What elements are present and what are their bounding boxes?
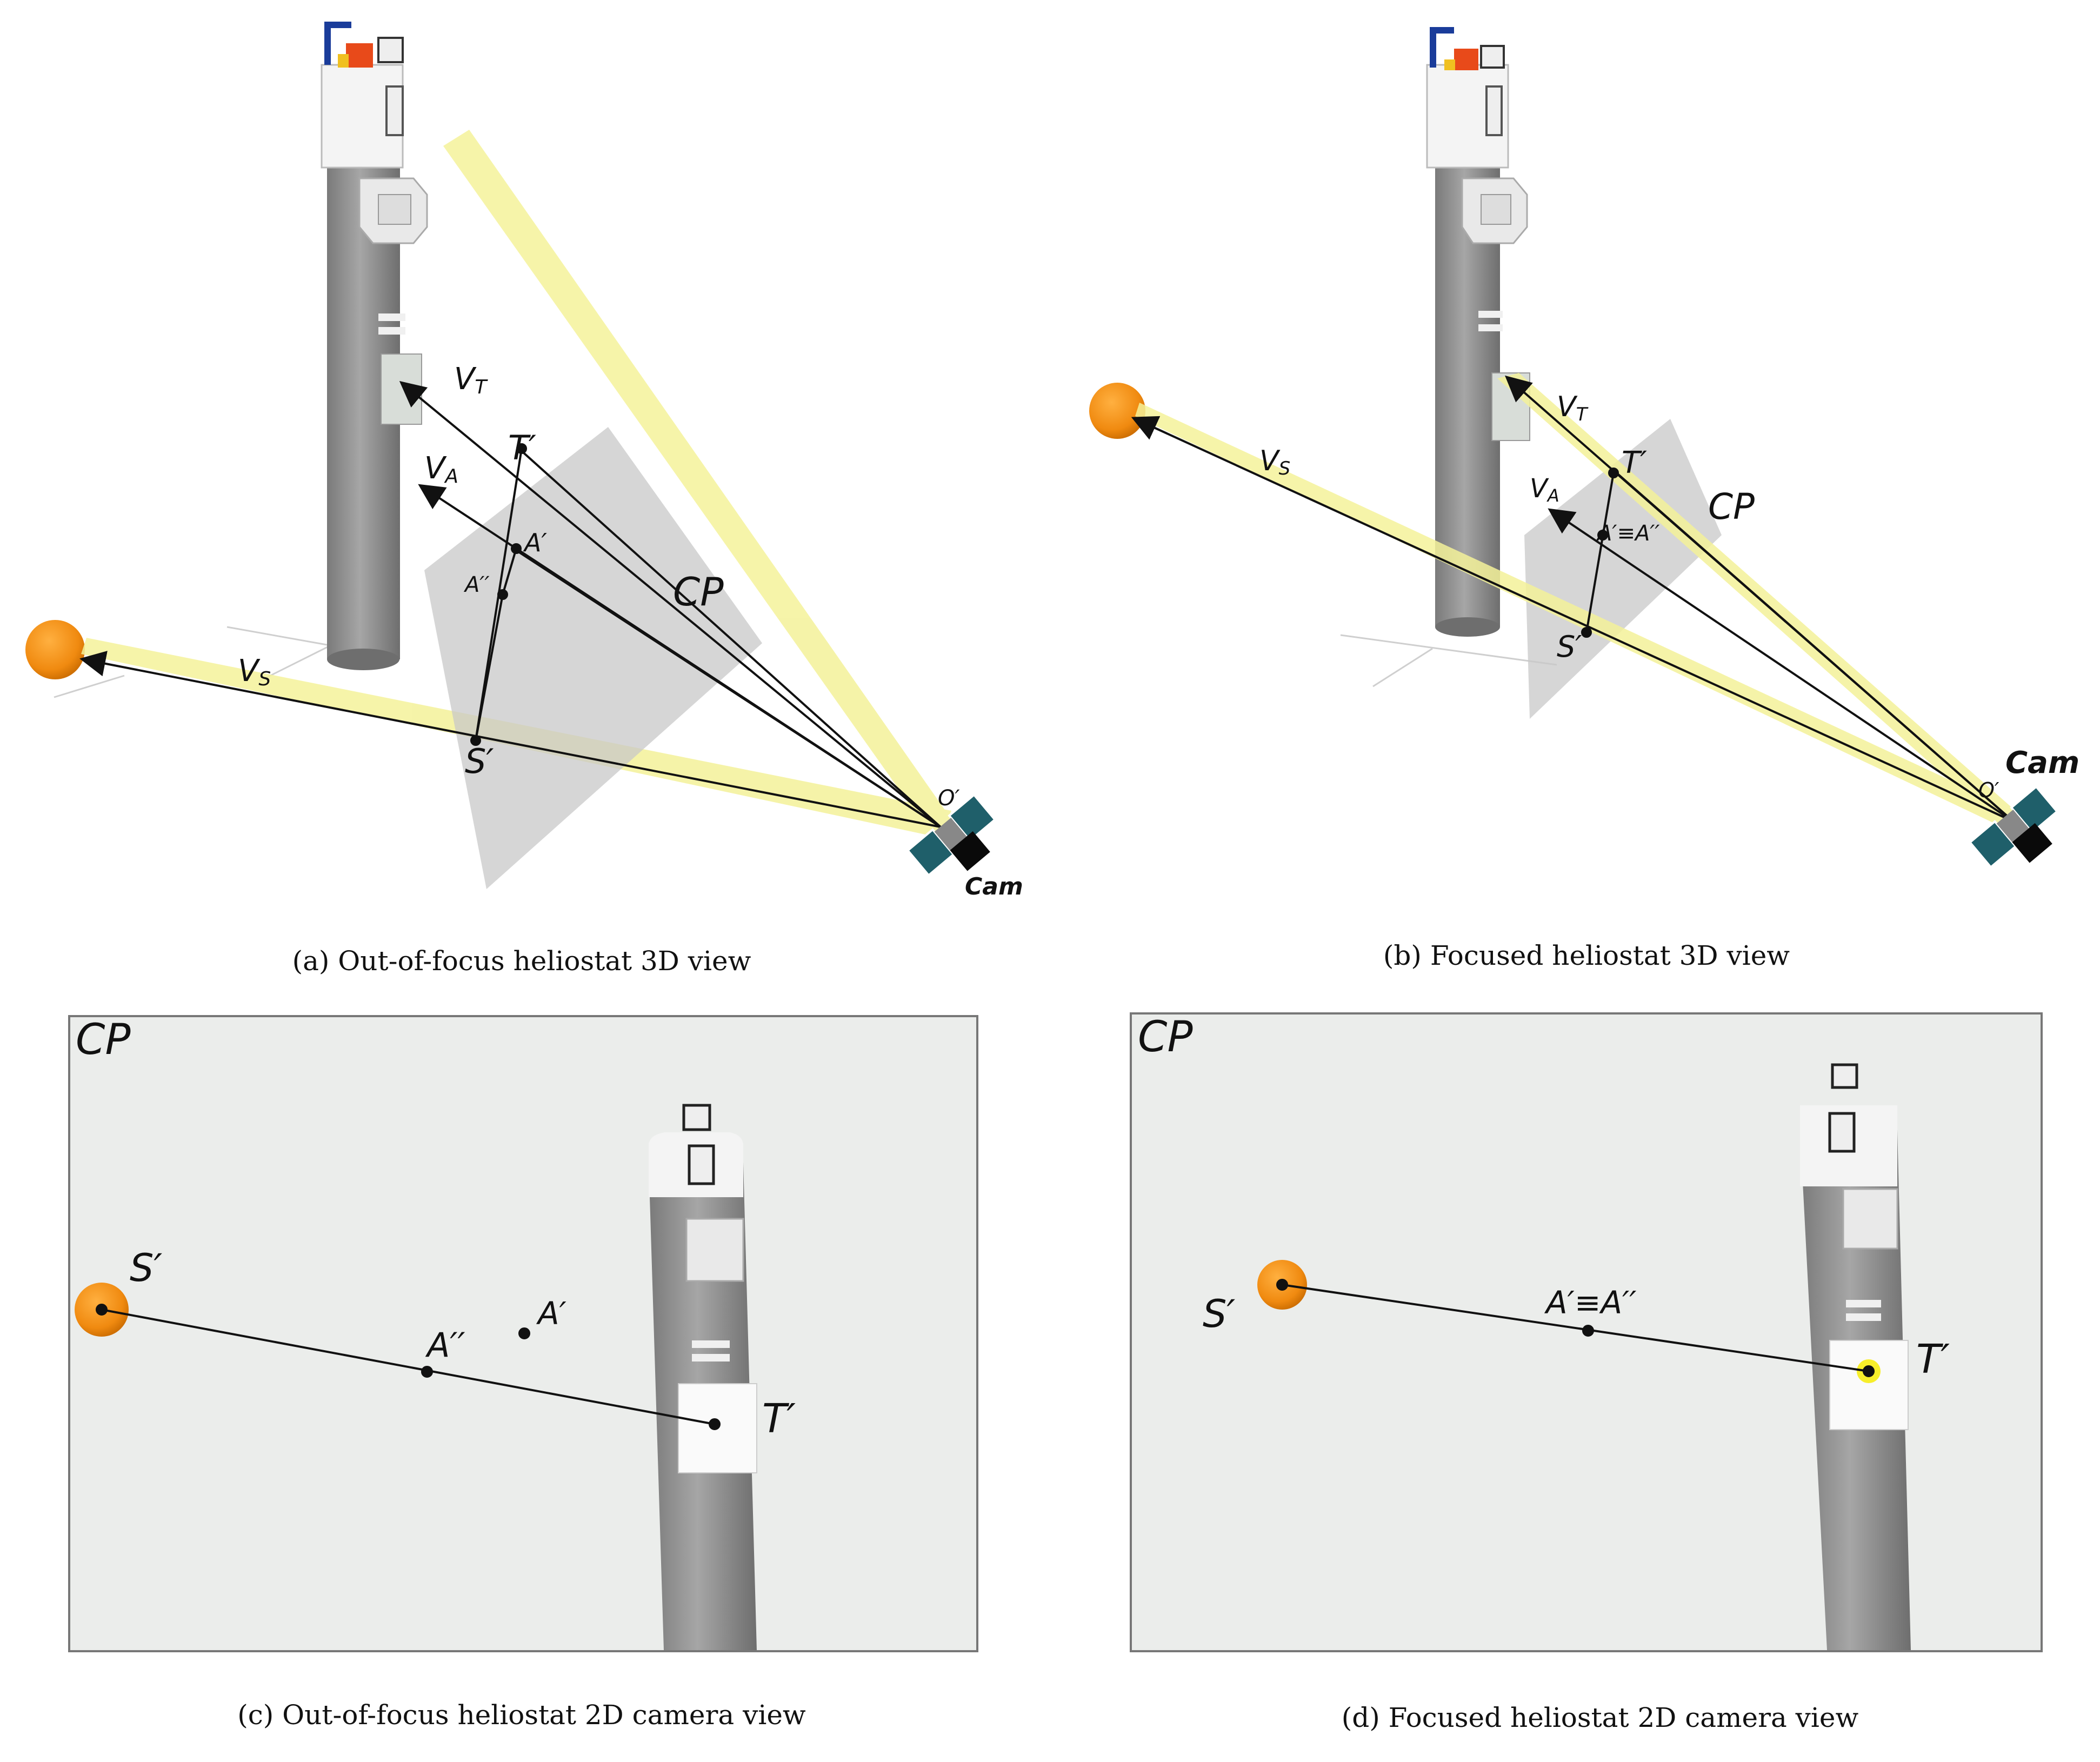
svg-text:Cam: Cam [965, 873, 1023, 900]
caption-b: (b) Focused heliostat 3D view [1383, 940, 1790, 971]
light-beams [1135, 373, 2022, 832]
labels-a: VT VA VS T′ A′ A′′ S′ CP O′ Cam [238, 362, 1023, 900]
tower-2d [1800, 1063, 1911, 1650]
svg-text:VA: VA [1530, 473, 1559, 506]
caption-c: (c) Out-of-focus heliostat 2D camera vie… [237, 1699, 806, 1731]
svg-text:CP: CP [673, 569, 724, 615]
svg-text:T′: T′ [1916, 1336, 1950, 1383]
svg-text:A′: A′ [523, 528, 547, 557]
ground-lines [1340, 634, 1557, 688]
svg-text:S′: S′ [1203, 1292, 1235, 1336]
labels-d: CP S′ A′≡A′′ T′ [1138, 1013, 1950, 1383]
svg-text:CP: CP [1138, 1013, 1193, 1062]
svg-text:Cam: Cam [2005, 745, 2079, 780]
svg-text:S′: S′ [1557, 630, 1582, 664]
plane-points [1581, 468, 1619, 638]
svg-text:VA: VA [424, 451, 458, 488]
svg-text:S′: S′ [130, 1246, 162, 1290]
svg-text:T′: T′ [1622, 445, 1647, 480]
sun [25, 620, 85, 679]
vectors [1131, 375, 2015, 823]
camera-plane [1524, 419, 1722, 719]
tower [321, 22, 428, 670]
panel-b: VT VA VS T′ A′≡A′′ S′ CP O′ Cam (b) Focu… [1089, 27, 2079, 971]
svg-text:O′: O′ [1978, 778, 1999, 802]
panel-d: CP S′ A′≡A′′ T′ (d) Focused heliostat 2D… [1130, 1012, 2043, 1733]
svg-text:VS: VS [1259, 445, 1290, 479]
svg-text:CP: CP [1708, 486, 1755, 528]
svg-text:VT: VT [1557, 391, 1589, 425]
caption-a: (a) Out-of-focus heliostat 3D view [292, 945, 751, 977]
svg-text:T′: T′ [762, 1396, 796, 1442]
labels-c: CP S′ A′′ A′ T′ [76, 1016, 796, 1442]
plane-points [470, 443, 527, 746]
svg-text:VS: VS [238, 653, 271, 690]
svg-text:A′′: A′′ [463, 572, 490, 597]
camera [906, 793, 997, 877]
tower-2d [649, 1104, 757, 1650]
panel-a: VT VA VS T′ A′ A′′ S′ CP O′ Cam (a) Out-… [25, 22, 1023, 977]
svg-text:A′≡A′′: A′≡A′′ [1596, 521, 1660, 546]
svg-text:VT: VT [454, 362, 488, 398]
projection-line [1276, 1279, 1875, 1377]
svg-text:A′≡A′′: A′≡A′′ [1544, 1284, 1636, 1321]
labels-b: VT VA VS T′ A′≡A′′ S′ CP O′ Cam [1259, 391, 2079, 802]
svg-text:O′: O′ [938, 786, 960, 811]
projection-line [96, 1304, 721, 1430]
svg-text:S′: S′ [465, 742, 494, 781]
svg-text:A′′: A′′ [425, 1325, 465, 1365]
caption-d: (d) Focused heliostat 2D camera view [1342, 1702, 1859, 1733]
svg-text:A′: A′ [536, 1295, 566, 1332]
svg-text:CP: CP [76, 1016, 131, 1064]
panel-c: CP S′ A′′ A′ T′ (c) Out-of-focus heliost… [68, 1015, 978, 1731]
camera [1968, 785, 2059, 869]
svg-text:T′: T′ [508, 428, 536, 468]
vectors [79, 381, 942, 828]
